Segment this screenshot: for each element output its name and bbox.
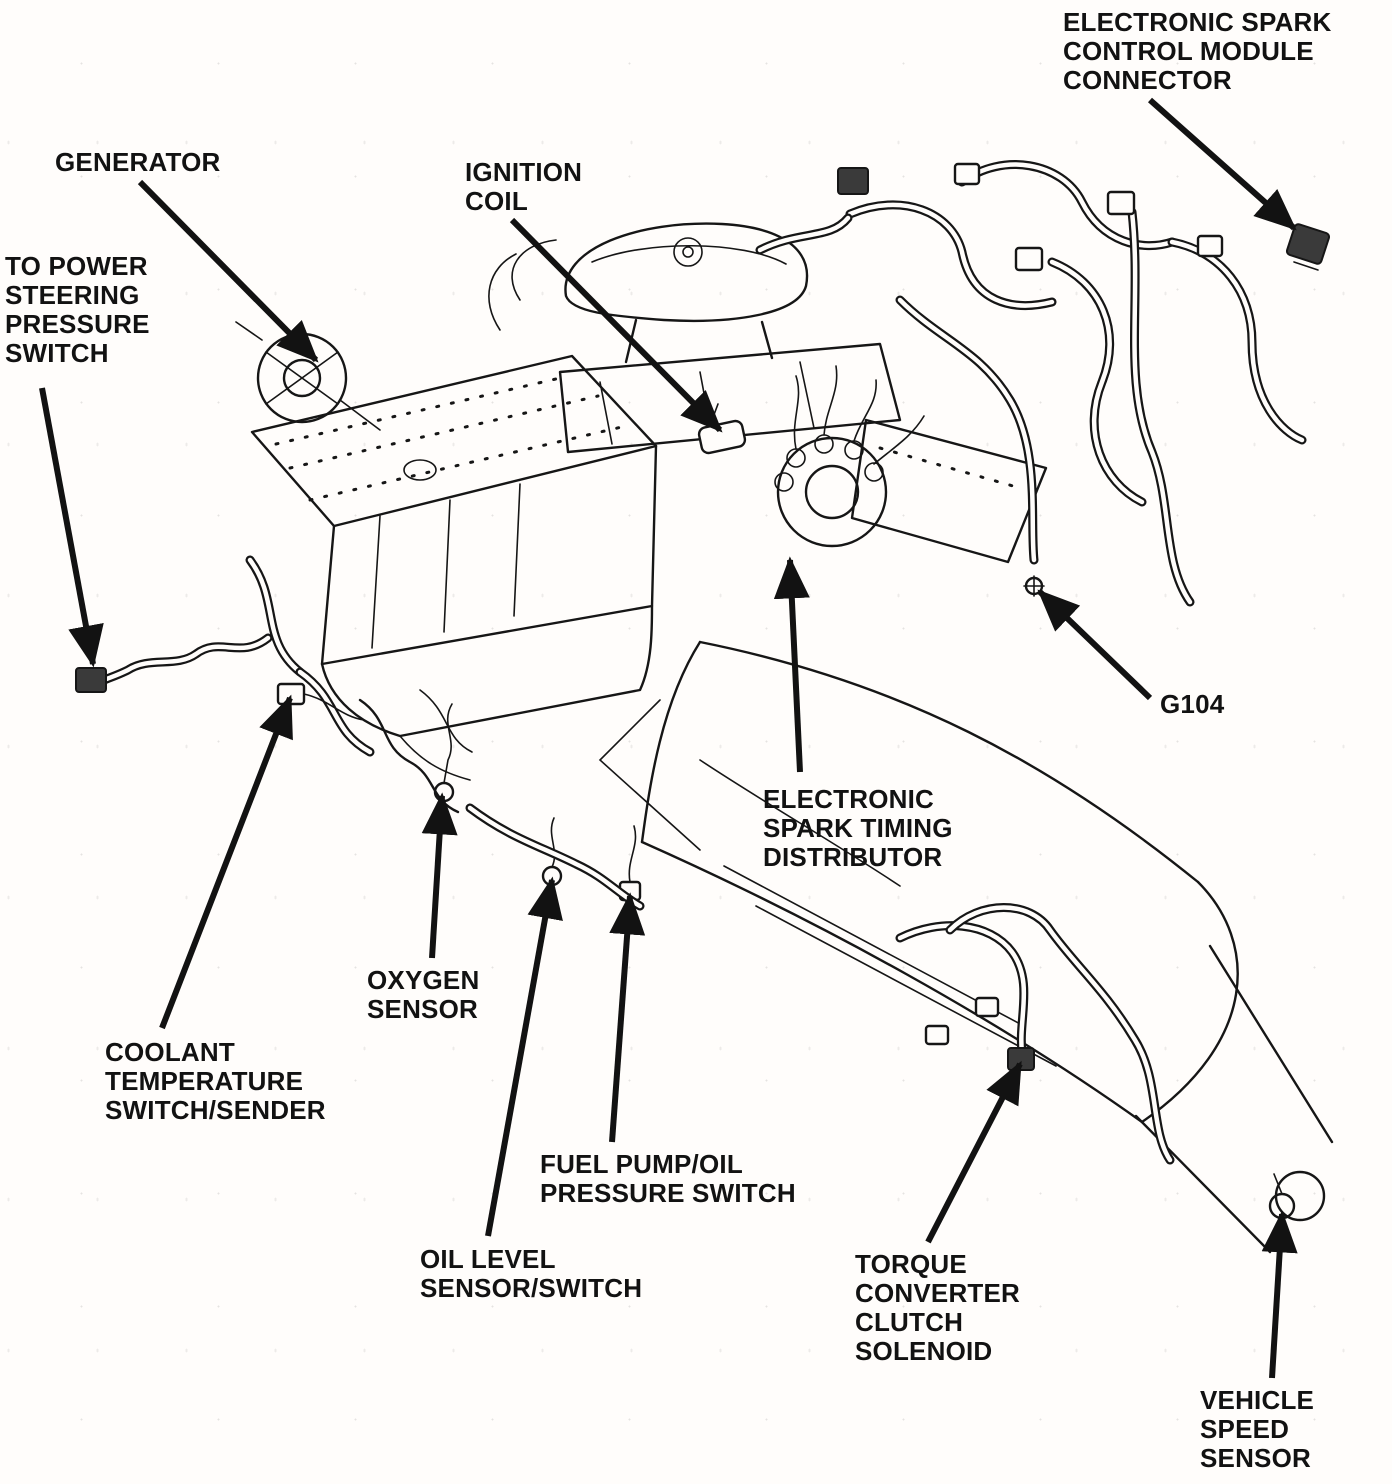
label-g104: G104 [1160, 689, 1225, 719]
arrow-electronic-spark-control-module-connector [1148, 97, 1297, 231]
arrow-oxygen-sensor [421, 792, 458, 959]
label-torque-converter-clutch-solenoid: TORQUE CONVERTER CLUTCH SOLENOID [855, 1249, 1021, 1367]
engine-line-art [75, 160, 1334, 1254]
arrow-oil-level-sensor-switch [485, 876, 563, 1237]
arrow-g104 [1037, 589, 1153, 701]
arrow-ignition-coil [509, 217, 723, 433]
engine-block-art [320, 444, 658, 781]
label-generator: GENERATOR [55, 147, 221, 177]
power-steering-switch-art [75, 633, 273, 693]
arrow-electronic-spark-timing-distributor [773, 556, 810, 773]
arrow-power-steering-pressure-switch [39, 387, 104, 668]
label-oil-level-sensor-switch: OIL LEVEL SENSOR/SWITCH [420, 1244, 643, 1304]
label-coolant-temperature-switch-sender: COOLANT TEMPERATURE SWITCH/SENDER [105, 1037, 326, 1126]
label-fuel-pump-oil-pressure-switch: FUEL PUMP/OIL PRESSURE SWITCH [540, 1149, 796, 1209]
callout-arrows [39, 97, 1298, 1379]
arrow-vehicle-speed-sensor [1261, 1210, 1298, 1379]
label-power-steering-pressure-switch: TO POWER STEERING PRESSURE SWITCH [5, 251, 150, 369]
generator-art [235, 321, 381, 431]
valve-cover-art [250, 354, 658, 528]
label-oxygen-sensor: OXYGEN SENSOR [367, 965, 480, 1025]
air-intake-art [488, 222, 809, 331]
label-electronic-spark-control-module-connector: ELECTRONIC SPARK CONTROL MODULE CONNECTO… [1063, 7, 1332, 96]
arrow-generator [137, 179, 319, 363]
oil-sensors-art [465, 803, 645, 911]
exhaust-hoses-art [245, 555, 473, 814]
g104-ground-art [1023, 575, 1045, 597]
arrow-coolant-temperature-switch-sender [159, 694, 293, 1030]
wiring-harness-art [755, 160, 1307, 607]
arrow-fuel-pump-oil-pressure-switch [609, 892, 646, 1143]
label-vehicle-speed-sensor: VEHICLE SPEED SENSOR [1200, 1385, 1315, 1474]
distributor-art [774, 365, 925, 548]
esc-module-connector-art [1285, 223, 1331, 271]
arrow-torque-converter-clutch-solenoid [925, 1060, 1023, 1244]
label-ignition-coil: IGNITION COIL [465, 157, 583, 217]
right-valve-cover-art [850, 418, 1048, 564]
label-electronic-spark-timing-distributor: ELECTRONIC SPARK TIMING DISTRIBUTOR [763, 784, 953, 873]
transmission-art [598, 640, 1334, 1254]
